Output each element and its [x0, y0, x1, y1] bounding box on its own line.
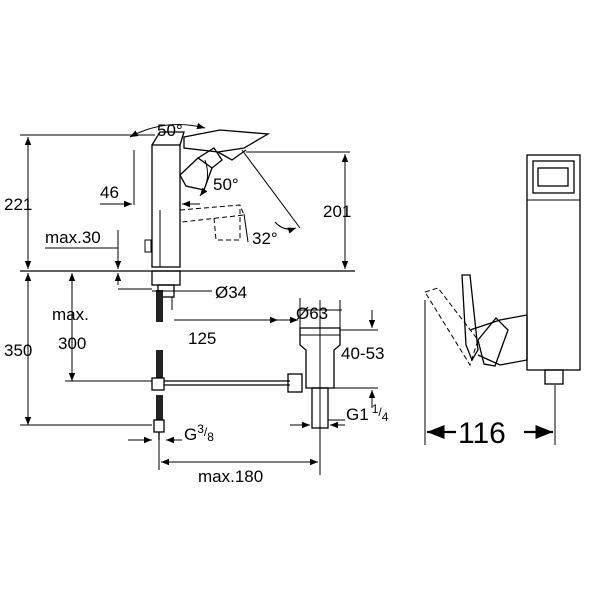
label-thread-g38-num: 3: [197, 422, 204, 436]
label-max30-value: 30: [82, 228, 101, 247]
label-angle-spout: 32°: [252, 229, 278, 248]
label-diameter-63: Ø63: [296, 304, 328, 323]
label-range-40-53: 40-53: [341, 344, 384, 363]
label-max30-prefix: max.30: [45, 228, 101, 247]
faucet-side-view: [424, 154, 581, 445]
label-depth-300: 300: [58, 334, 86, 353]
label-max: max.: [52, 305, 89, 324]
label-width-46: 46: [100, 183, 119, 202]
label-thread-g38-slash: /: [204, 425, 208, 439]
label-angle-side: 50°: [213, 175, 239, 194]
label-thread-g1-slash: /: [378, 405, 382, 419]
drain-assembly: [164, 300, 341, 475]
label-thread-g38: G3/8: [184, 422, 214, 444]
faucet-front-view: [20, 129, 355, 440]
label-width-116: 116: [458, 417, 506, 450]
label-thread-g1-base: G1: [346, 405, 369, 424]
label-max-180: max.180: [198, 467, 263, 486]
label-thread-g1-num: 1: [372, 402, 379, 416]
label-height-201: 201: [323, 202, 351, 221]
label-thread-g1-den: 4: [382, 410, 389, 424]
label-dist-125: 125: [188, 329, 216, 348]
dimension-lines: [20, 122, 378, 470]
label-height-221: 221: [4, 195, 32, 214]
label-angle-top: 50°: [157, 121, 183, 140]
label-height-350: 350: [4, 341, 32, 360]
label-thread-g38-den: 8: [207, 430, 214, 444]
label-diameter-34: Ø34: [215, 283, 247, 302]
label-max30-prefix-text: max.: [45, 228, 82, 247]
label-thread-g38-base: G: [184, 425, 197, 444]
